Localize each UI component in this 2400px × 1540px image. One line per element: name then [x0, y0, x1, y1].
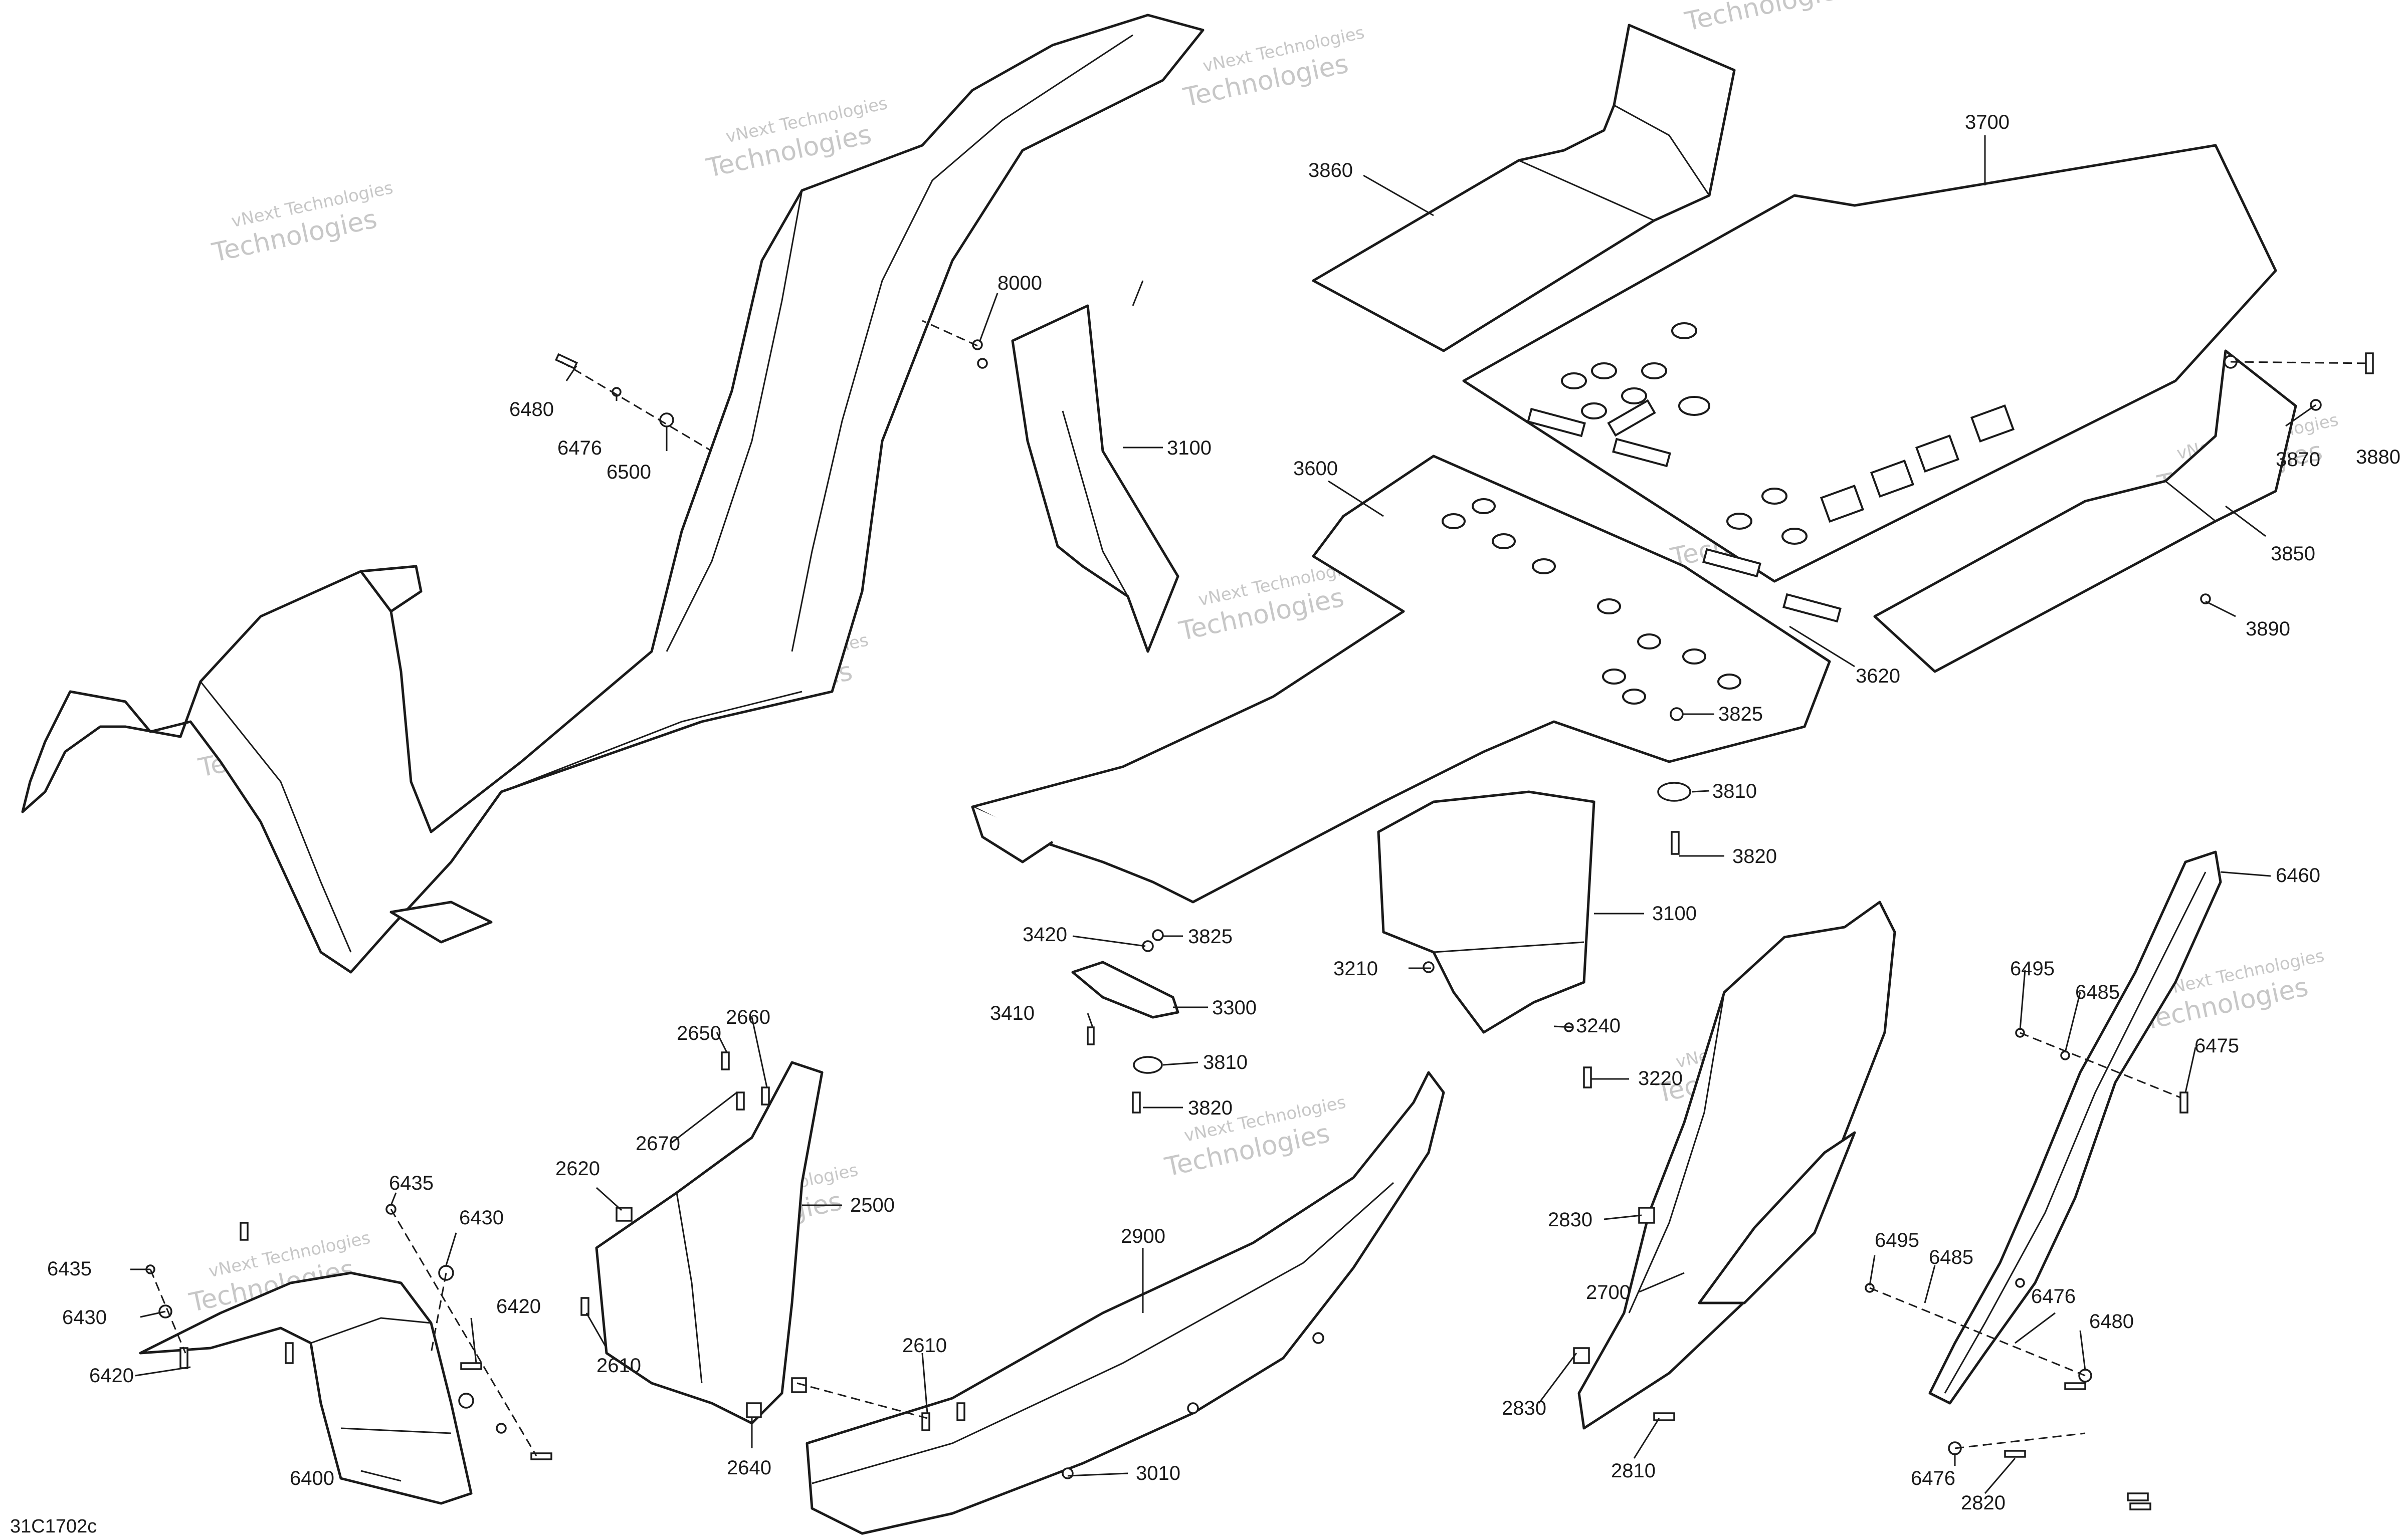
callout-6480: 6480: [2089, 1310, 2134, 1333]
floor-pan-3700: [1462, 144, 2277, 583]
callout-6485: 6485: [2075, 981, 2120, 1003]
callout-6430: 6430: [459, 1207, 504, 1229]
callout-6420: 6420: [89, 1365, 134, 1387]
callout-6495: 6495: [2010, 958, 2055, 980]
callout-3825: 3825: [1718, 703, 1763, 725]
callout-3870: 3870: [2276, 449, 2320, 471]
callout-3850: 3850: [2271, 543, 2315, 565]
callout-2640: 2640: [727, 1457, 771, 1479]
side-panel-frame: [21, 14, 1205, 974]
callout-3810: 3810: [1712, 780, 1757, 802]
callout-3420: 3420: [1023, 924, 1067, 946]
callout-2610: 2610: [902, 1335, 947, 1357]
callout-2700: 2700: [1586, 1281, 1631, 1303]
callout-3240: 3240: [1576, 1015, 1621, 1037]
callout-3820: 3820: [1732, 845, 1777, 867]
diagram-code: 31C1702c: [10, 1516, 97, 1537]
callout-6476: 6476: [557, 437, 602, 459]
leader-lines: [130, 135, 2316, 1494]
callout-3825: 3825: [1188, 926, 1233, 948]
callout-6435: 6435: [47, 1258, 92, 1280]
bracket-3300: [1071, 961, 1179, 1019]
callout-2500: 2500: [850, 1194, 895, 1216]
callout-2810: 2810: [1611, 1460, 1656, 1482]
rocker-panel-2900: [806, 1071, 1445, 1535]
callout-2620: 2620: [555, 1158, 600, 1180]
side-rail-6460: [1928, 850, 2222, 1405]
side-shield-upper: [1011, 304, 1179, 653]
callout-3620: 3620: [1856, 665, 1900, 687]
callout-3880: 3880: [2356, 446, 2400, 468]
side-panel-2700: [1577, 901, 1896, 1430]
floor-pan-3600: [971, 407, 1842, 904]
callout-6420: 6420: [496, 1295, 541, 1317]
callout-6430: 6430: [62, 1306, 107, 1329]
callout-3100: 3100: [1652, 903, 1697, 925]
callout-6400: 6400: [290, 1467, 334, 1489]
callout-3700: 3700: [1965, 111, 2010, 133]
callout-3890: 3890: [2246, 618, 2290, 640]
callout-6485: 6485: [1929, 1246, 1973, 1268]
callout-2670: 2670: [636, 1133, 680, 1155]
callout-6460: 6460: [2276, 864, 2320, 887]
callout-2830: 2830: [1502, 1397, 1546, 1419]
callout-3220: 3220: [1638, 1067, 1683, 1089]
callout-6435: 6435: [389, 1172, 434, 1194]
callout-3210: 3210: [1333, 958, 1378, 980]
lower-panel-2500: [595, 1061, 824, 1425]
callout-6476: 6476: [1911, 1467, 1955, 1489]
callout-3820: 3820: [1188, 1097, 1233, 1119]
callout-2820: 2820: [1961, 1492, 2006, 1514]
callout-2650: 2650: [677, 1022, 721, 1044]
callout-3600: 3600: [1293, 458, 1338, 480]
fasteners: [145, 339, 2374, 1510]
callout-2610: 2610: [596, 1355, 641, 1377]
callout-3100: 3100: [1167, 437, 1212, 459]
fender-6400: [139, 1271, 473, 1505]
callout-3810: 3810: [1203, 1051, 1248, 1073]
callout-3010: 3010: [1136, 1462, 1180, 1484]
callout-6476: 6476: [2031, 1285, 2076, 1307]
callout-6500: 6500: [607, 461, 651, 483]
side-shield-lower: [1377, 790, 1595, 1034]
callout-3860: 3860: [1308, 159, 1353, 181]
callout-6475: 6475: [2194, 1035, 2239, 1057]
watermark-line2: Technologies: [1682, 0, 1853, 37]
callout-2900: 2900: [1121, 1225, 1165, 1247]
callout-8000: 8000: [997, 272, 1042, 294]
callout-labels: 3860 3700 8000 6480 6476 6500 3100 3600 …: [47, 111, 2400, 1514]
callout-6495: 6495: [1875, 1229, 1919, 1251]
callout-2660: 2660: [726, 1006, 770, 1028]
callout-3300: 3300: [1212, 997, 1257, 1019]
callout-2830: 2830: [1548, 1209, 1592, 1231]
floor-plate-3860: [1312, 24, 1736, 352]
floor-plate-3850: [1873, 349, 2297, 673]
callout-3410: 3410: [990, 1002, 1035, 1024]
assembly-lines: [149, 320, 2371, 1456]
callout-6480: 6480: [509, 398, 554, 420]
